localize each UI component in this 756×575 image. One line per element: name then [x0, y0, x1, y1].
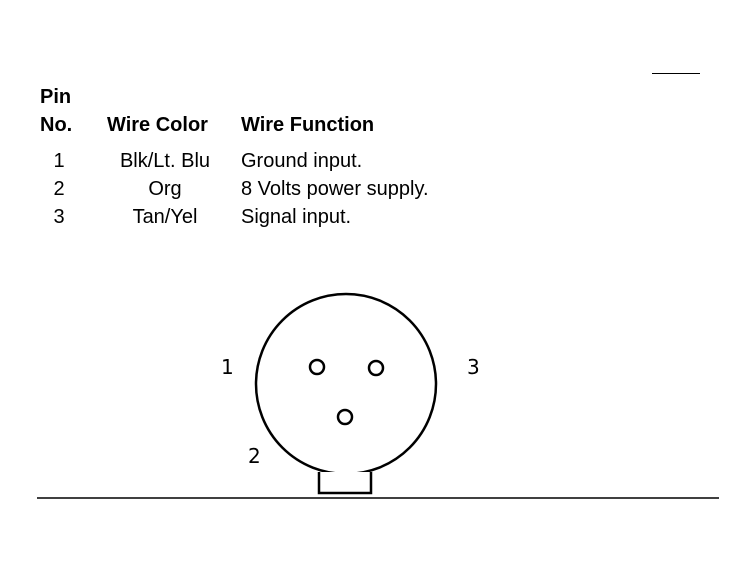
row-3-wire-function: Signal input. [241, 206, 352, 228]
pin-3-hole [367, 359, 385, 377]
pin-2-hole [336, 408, 354, 426]
pin-2-label: 2 [248, 444, 261, 468]
pin-assignment-table: Pin No. Wire Color Wire Function 1 Blk/L… [0, 0, 756, 240]
header-wire-function: Wire Function [241, 114, 375, 136]
row-1-wire-color: Blk/Lt. Blu [119, 150, 211, 172]
pin-3-label: 3 [467, 355, 480, 379]
pin-1-label: 1 [221, 355, 234, 379]
header-wire-color: Wire Color [107, 114, 208, 136]
header-pin-line1: Pin [40, 86, 72, 108]
row-2-pin: 2 [53, 178, 65, 200]
row-2-wire-function: 8 Volts power supply. [241, 178, 429, 200]
row-1-wire-function: Ground input. [241, 150, 363, 172]
header-pin-line2: No. [40, 114, 73, 136]
row-1-pin: 1 [53, 150, 65, 172]
top-right-rule [652, 73, 700, 74]
connector-body [254, 292, 438, 476]
pin-1-hole [308, 358, 326, 376]
row-3-wire-color: Tan/Yel [132, 206, 198, 228]
row-3-pin: 3 [53, 206, 65, 228]
connector-key-tab [317, 472, 373, 495]
row-2-wire-color: Org [148, 178, 182, 200]
